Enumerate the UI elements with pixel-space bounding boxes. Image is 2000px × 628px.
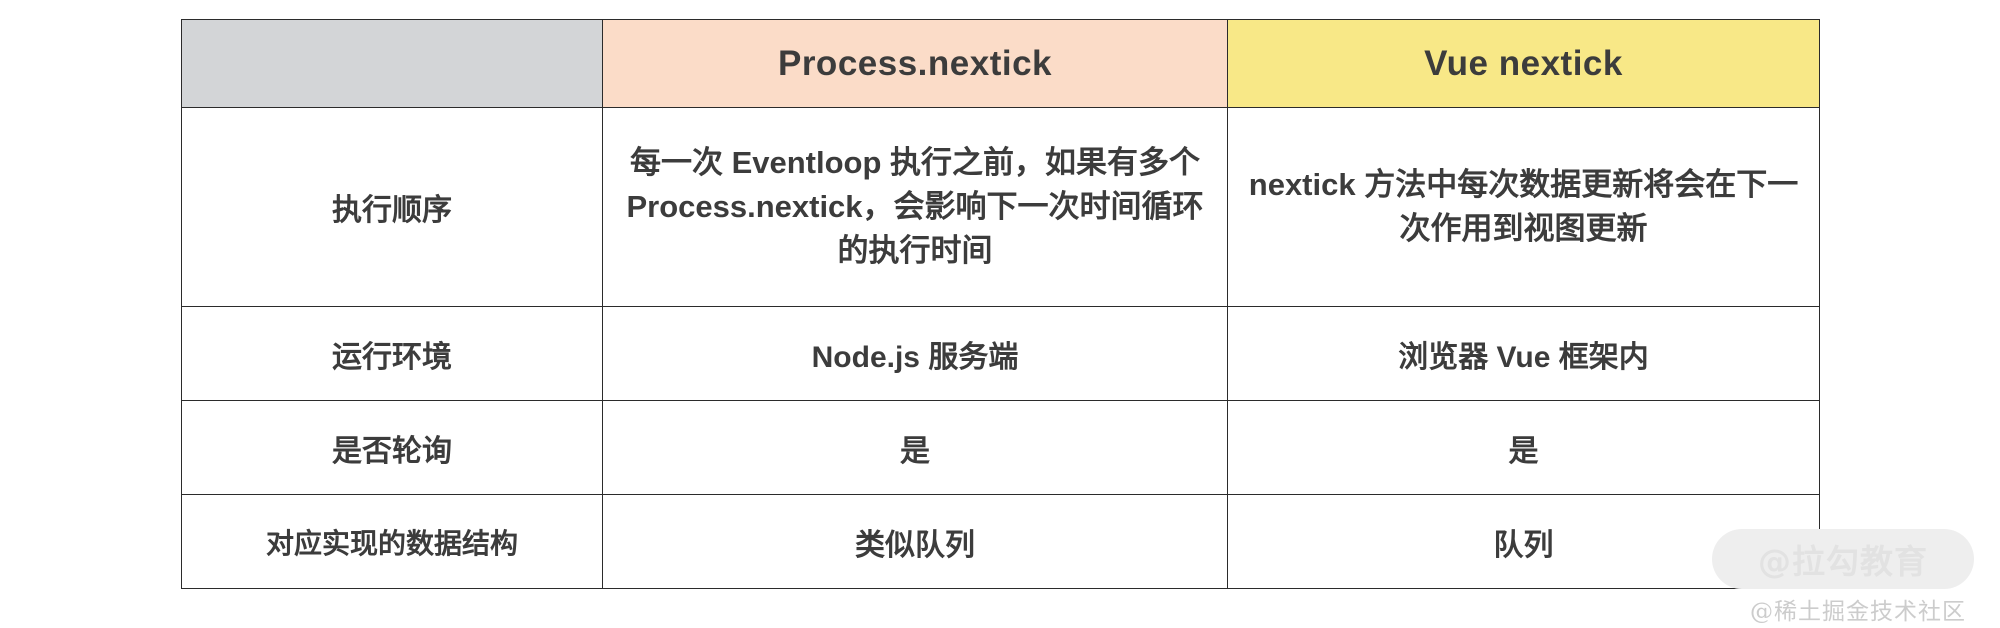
- comparison-table: Process.nextick Vue nextick 执行顺序 每一次 Eve…: [181, 19, 1820, 589]
- cell-vue-polling: 是: [1227, 400, 1820, 495]
- watermark-primary-text: @拉勾教育: [1758, 542, 1928, 581]
- cell-process-runtime-environment: Node.js 服务端: [602, 306, 1228, 401]
- row-label-data-structure: 对应实现的数据结构: [181, 494, 603, 589]
- row-label-execution-order: 执行顺序: [181, 107, 603, 307]
- header-cell-process-nextick: Process.nextick: [602, 19, 1228, 108]
- watermark-badge: @拉勾教育: [1712, 529, 1974, 589]
- header-cell-vue-nextick: Vue nextick: [1227, 19, 1820, 108]
- table-row: 对应实现的数据结构 类似队列 队列: [181, 494, 1820, 589]
- cell-process-execution-order: 每一次 Eventloop 执行之前，如果有多个 Process.nextick…: [602, 107, 1228, 307]
- cell-vue-runtime-environment: 浏览器 Vue 框架内: [1227, 306, 1820, 401]
- table-header-row: Process.nextick Vue nextick: [181, 19, 1820, 108]
- row-label-runtime-environment: 运行环境: [181, 306, 603, 401]
- table-row: 执行顺序 每一次 Eventloop 执行之前，如果有多个 Process.ne…: [181, 107, 1820, 307]
- table-row: 运行环境 Node.js 服务端 浏览器 Vue 框架内: [181, 306, 1820, 401]
- cell-vue-execution-order: nextick 方法中每次数据更新将会在下一次作用到视图更新: [1227, 107, 1820, 307]
- header-cell-blank: [181, 19, 603, 108]
- table-row: 是否轮询 是 是: [181, 400, 1820, 495]
- cell-process-data-structure: 类似队列: [602, 494, 1228, 589]
- watermark-secondary-text: @稀土掘金技术社区: [1750, 599, 1966, 625]
- row-label-polling: 是否轮询: [181, 400, 603, 495]
- cell-process-polling: 是: [602, 400, 1228, 495]
